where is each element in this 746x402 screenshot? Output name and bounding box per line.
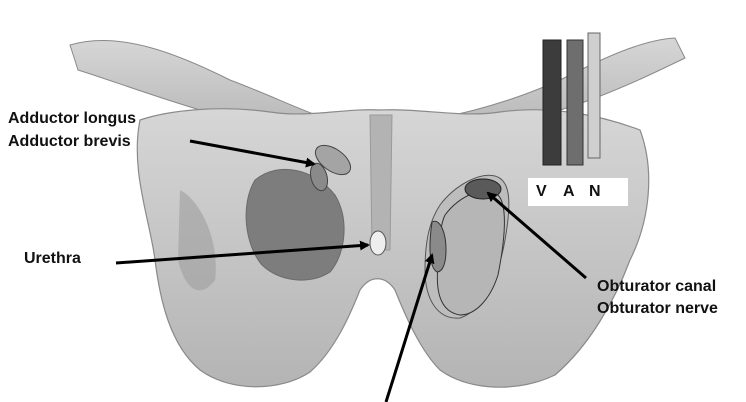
van-a-label: A bbox=[563, 183, 575, 201]
nerve-bar bbox=[588, 33, 600, 158]
urethra-opening bbox=[370, 231, 386, 255]
van-v-label: V bbox=[536, 183, 547, 201]
van-n-label: N bbox=[589, 183, 601, 201]
label-adductor-brevis: Adductor brevis bbox=[8, 131, 131, 152]
label-obturator-canal: Obturator canal bbox=[597, 276, 716, 297]
label-obturator-nerve: Obturator nerve bbox=[597, 298, 718, 319]
vein-bar bbox=[543, 40, 561, 165]
obturator-canal bbox=[465, 179, 501, 199]
label-urethra: Urethra bbox=[24, 248, 81, 269]
label-adductor-longus: Adductor longus bbox=[8, 108, 136, 129]
artery-bar bbox=[567, 40, 583, 165]
pubic-symphysis bbox=[370, 115, 392, 250]
van-legend: V A N bbox=[528, 178, 628, 206]
